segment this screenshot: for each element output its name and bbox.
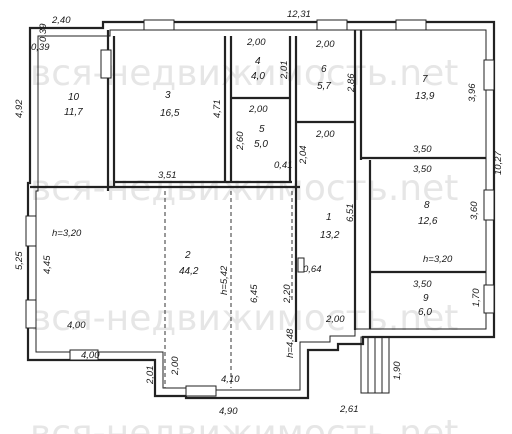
dimension: 3,50: [413, 144, 432, 155]
room-area: 11,7: [64, 107, 83, 118]
dimension: 2,00: [248, 104, 268, 115]
room-area: 44,2: [179, 266, 199, 277]
dimension: 2,86: [346, 73, 357, 93]
dimension: 2,20: [282, 284, 293, 304]
dimension: 1,70: [471, 288, 482, 307]
window: [69, 349, 99, 361]
entrance: [297, 257, 390, 394]
watermark-text: вся-недвижимость.net: [30, 298, 458, 339]
dimension: 4,00: [81, 350, 100, 361]
dimension: 2,00: [246, 37, 266, 48]
dimension: 1,90: [392, 361, 403, 380]
dimension: 5,25: [14, 251, 25, 270]
room-number: 6: [321, 64, 327, 75]
dimension-labels: 2,40 12,31 0,39 0,39 4,92 2,00 2,00 2,01…: [14, 9, 504, 417]
dimension: 2,01: [279, 61, 290, 81]
watermark-text: вся-недвижимость.net: [30, 53, 458, 94]
room-labels: 10 11,7 3 16,5 4 4,0 5 5,0 6 5,7 7 13,9 …: [64, 56, 438, 318]
room-number: 5: [259, 124, 265, 135]
dimension: 3,60: [469, 201, 480, 220]
room-number: 10: [68, 92, 80, 103]
windows: [25, 19, 495, 397]
dimension: 4,71: [212, 100, 223, 119]
room-area: 13,2: [320, 230, 340, 241]
window: [143, 19, 175, 31]
window: [483, 284, 495, 314]
dimension: 6,45: [249, 284, 260, 303]
dimension: 6,51: [345, 204, 356, 223]
window: [483, 189, 495, 221]
dimension: 2,61: [339, 404, 359, 415]
window: [483, 59, 495, 91]
dimension: 2,00: [325, 314, 345, 325]
room-number: 1: [326, 212, 332, 223]
room-number: 7: [422, 74, 428, 85]
dimension: 3,50: [413, 279, 432, 290]
watermark-text: вся-недвижимость.net: [30, 413, 458, 434]
room-number: 2: [184, 250, 191, 261]
height-label: h=4,48: [285, 328, 296, 358]
dimension: 2,40: [51, 15, 71, 26]
room-area: 5,7: [317, 81, 331, 92]
dimension: 3,96: [467, 83, 478, 102]
window: [185, 385, 217, 397]
room-area: 13,9: [415, 91, 435, 102]
window: [316, 19, 348, 31]
dimension: 4,00: [67, 320, 86, 331]
door-mark: [297, 257, 305, 273]
dimension: 0,39: [31, 42, 50, 53]
window: [100, 49, 112, 79]
watermark-text: вся-недвижимость.net: [30, 168, 458, 209]
room-number: 3: [165, 90, 171, 101]
dimension: 2,60: [235, 131, 246, 151]
dimension: 4,10: [221, 374, 240, 385]
dimension: 2,00: [315, 129, 335, 140]
outer-wall-inner: [35, 29, 487, 391]
window: [25, 299, 37, 329]
height-labels: h=3,20 h=3,20 h=5,42 h=4,48: [52, 228, 453, 358]
room-number: 8: [424, 200, 430, 211]
dimension: 4,45: [42, 255, 53, 274]
dimension: 2,01: [145, 366, 156, 386]
dimension: 0,64: [303, 264, 322, 275]
walls: [26, 20, 496, 400]
dimension: 2,00: [170, 356, 181, 376]
dimension: 0,41: [274, 160, 293, 171]
dimension: 2,00: [315, 39, 335, 50]
dimension: 2,04: [298, 146, 309, 166]
watermark: вся-недвижимость.net вся-недвижимость.ne…: [30, 53, 458, 434]
open-plan-lines: [164, 191, 293, 388]
dimension: 12,31: [287, 9, 311, 20]
dimension: 10,27: [493, 151, 504, 175]
dimension: 3,51: [158, 170, 177, 181]
room-number: 9: [423, 293, 429, 304]
dimension: 4,92: [14, 99, 25, 118]
window: [25, 215, 37, 247]
window: [395, 19, 427, 31]
room-area: 5,0: [254, 139, 268, 150]
room-number: 4: [255, 56, 261, 67]
dimension: 4,90: [219, 406, 238, 417]
height-label: h=3,20: [52, 228, 82, 239]
dimension: 3,50: [413, 164, 432, 175]
dimension: 0,39: [38, 23, 49, 42]
height-label: h=5,42: [219, 265, 230, 295]
room-area: 12,6: [418, 216, 438, 227]
room-area: 4,0: [251, 71, 265, 82]
outer-wall: [26, 20, 496, 400]
room-area: 6,0: [418, 307, 432, 318]
room-area: 16,5: [160, 108, 180, 119]
height-label: h=3,20: [423, 254, 453, 265]
